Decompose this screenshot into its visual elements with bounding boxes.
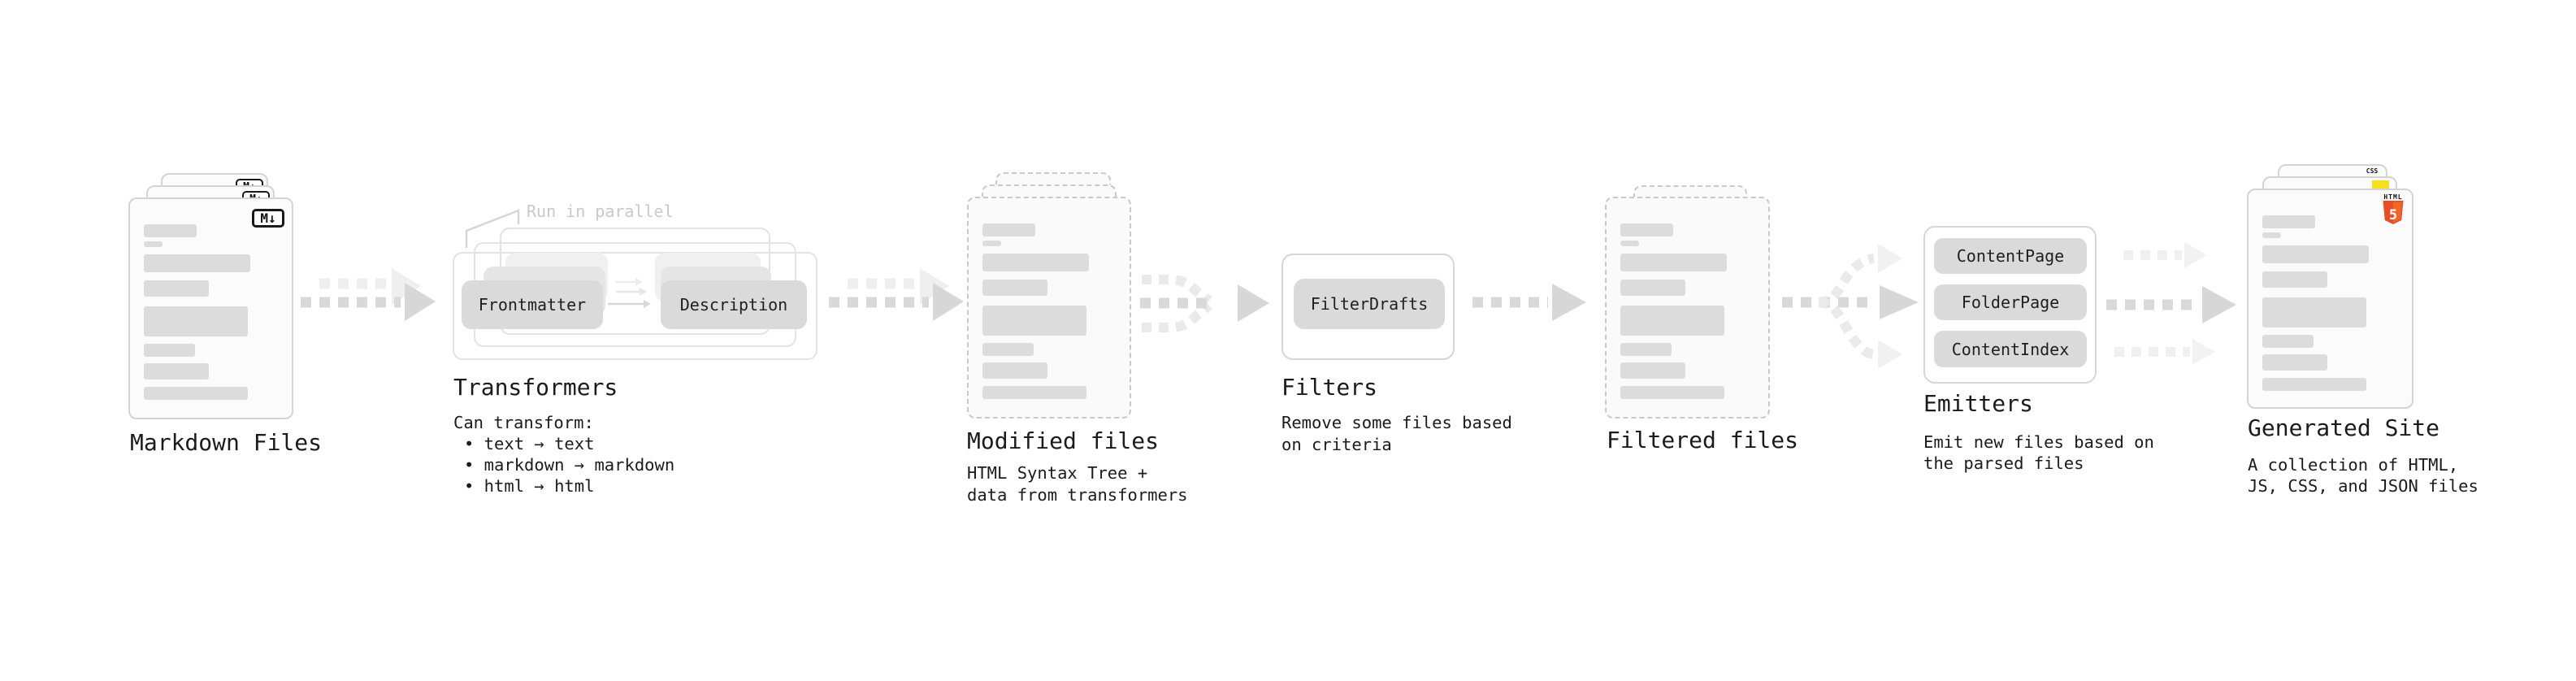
- stage-label-filtered-files: Filtered files: [1607, 427, 1799, 453]
- text-placeholder-bar: [2262, 378, 2366, 391]
- stage-label-modified-files: Modified files: [967, 427, 1160, 454]
- stage-label-filters: Filters: [1281, 374, 1378, 401]
- desc-line: JS, CSS, and JSON files: [2248, 476, 2478, 496]
- text-placeholder-bar: [2262, 215, 2315, 228]
- html5-icon: HTML 5: [2381, 193, 2405, 228]
- desc-line: Emit new files based on: [1923, 432, 2154, 452]
- emitter-pill: FolderPage: [1934, 284, 2087, 320]
- text-placeholder-bar: [2262, 232, 2281, 238]
- desc-line: on criteria: [1281, 435, 1392, 454]
- arrow-modified-to-filters: [1140, 275, 1269, 332]
- text-placeholder-bar: [1620, 386, 1724, 399]
- text-placeholder-bar: [1620, 280, 1685, 296]
- transformer-box-front: [453, 252, 817, 360]
- text-placeholder-bar: [982, 362, 1047, 379]
- modified-description: HTML Syntax Tree + data from transformer…: [967, 462, 1188, 506]
- text-placeholder-bar: [2262, 335, 2314, 348]
- desc-heading: Can transform:: [453, 413, 594, 432]
- arrow-emitters-to-generated: [2106, 242, 2236, 365]
- text-placeholder-bar: [2262, 297, 2366, 327]
- file-card-front: HTML 5: [2247, 189, 2413, 409]
- text-placeholder-bar: [982, 223, 1035, 236]
- text-placeholder-bar: [982, 241, 1001, 246]
- text-placeholder-bar: [144, 344, 195, 357]
- text-placeholder-bar: [2262, 354, 2327, 371]
- desc-line: the parsed files: [1923, 453, 2084, 473]
- desc-line: A collection of HTML,: [2248, 455, 2459, 475]
- text-placeholder-bar: [982, 280, 1047, 296]
- markdown-icon: M↓: [252, 209, 284, 228]
- text-placeholder-bar: [1620, 306, 1724, 336]
- desc-line: Remove some files based: [1281, 413, 1512, 432]
- text-placeholder-bar: [1620, 241, 1639, 246]
- arrow-filters-to-filtered: [1472, 284, 1586, 321]
- run-in-parallel-connector: [465, 209, 520, 248]
- generated-description: A collection of HTML, JS, CSS, and JSON …: [2248, 454, 2478, 497]
- run-in-parallel-note: Run in parallel: [527, 202, 674, 221]
- text-placeholder-bar: [144, 224, 197, 237]
- stage-label-transformers: Transformers: [453, 374, 618, 401]
- text-placeholder-bar: [1620, 362, 1685, 379]
- stage-label-emitters: Emitters: [1923, 390, 2033, 417]
- filter-pill: FilterDrafts: [1294, 279, 1445, 329]
- arrow-transformers-to-modified: [829, 268, 964, 321]
- text-placeholder-bar: [982, 343, 1034, 356]
- stage-label-generated-site: Generated Site: [2248, 414, 2440, 441]
- file-card-front: [1605, 197, 1770, 419]
- file-card-front: M↓: [128, 197, 293, 419]
- filters-description: Remove some files based on criteria: [1281, 412, 1512, 456]
- emitters-description: Emit new files based on the parsed files: [1923, 432, 2154, 474]
- text-placeholder-bar: [144, 363, 209, 380]
- input-pill: Frontmatter: [462, 280, 603, 329]
- text-placeholder-bar: [144, 280, 209, 297]
- text-placeholder-bar: [1620, 343, 1672, 356]
- arrow-markdown-to-transformers: [301, 268, 436, 321]
- emitter-pill: ContentIndex: [1934, 331, 2087, 367]
- html5-icon-number: 5: [2389, 207, 2397, 223]
- text-placeholder-bar: [144, 387, 248, 400]
- transformers-description: Can transform: • text → text • markdown …: [453, 412, 674, 497]
- desc-bullet: • markdown → markdown: [464, 455, 675, 475]
- desc-bullet: • text → text: [464, 434, 595, 453]
- text-placeholder-bar: [2262, 271, 2327, 288]
- text-placeholder-bar: [982, 386, 1086, 399]
- text-placeholder-bar: [144, 254, 250, 272]
- file-card-front: [967, 197, 1131, 419]
- desc-line: HTML Syntax Tree +: [967, 463, 1148, 483]
- transform-flow-arrows: [608, 278, 651, 308]
- text-placeholder-bar: [144, 241, 163, 247]
- desc-line: data from transformers: [967, 485, 1188, 505]
- text-placeholder-bar: [1620, 223, 1673, 236]
- desc-bullet: • html → html: [464, 476, 595, 496]
- text-placeholder-bar: [982, 306, 1086, 336]
- text-placeholder-bar: [982, 254, 1089, 271]
- emitter-pill: ContentPage: [1934, 238, 2087, 274]
- text-placeholder-bar: [2262, 245, 2369, 263]
- text-placeholder-bar: [1620, 254, 1727, 271]
- html5-icon-word: HTML: [2383, 193, 2403, 201]
- text-placeholder-bar: [144, 306, 248, 336]
- output-pill: Description: [661, 280, 807, 329]
- arrow-filtered-to-emitters: [1782, 244, 1919, 369]
- stage-label-markdown-files: Markdown Files: [130, 429, 323, 456]
